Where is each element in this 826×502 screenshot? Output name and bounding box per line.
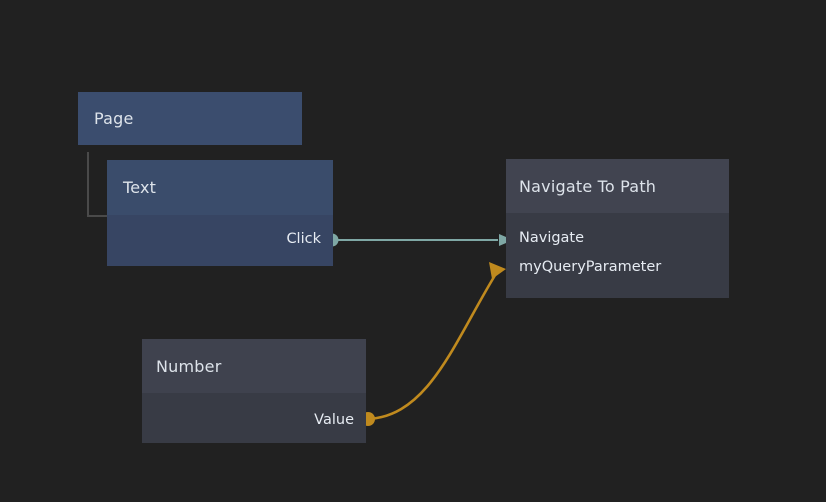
node-navigate-to-path[interactable]: Navigate To Path Navigate myQueryParamet… xyxy=(506,159,729,298)
node-navigate-to-path-title: Navigate To Path xyxy=(519,176,657,196)
node-text-body: Click xyxy=(107,215,333,266)
port-label-myqueryparameter: myQueryParameter xyxy=(519,259,662,275)
node-page[interactable]: Page xyxy=(78,92,302,145)
node-page-title: Page xyxy=(94,109,134,128)
port-row-click[interactable]: Click xyxy=(286,232,321,247)
hierarchy-bracket xyxy=(87,152,107,217)
node-number[interactable]: Number Value xyxy=(142,339,366,443)
port-row-myqueryparameter[interactable]: myQueryParameter xyxy=(519,260,661,275)
node-number-header[interactable]: Number xyxy=(142,339,366,393)
node-text-title: Text xyxy=(123,178,157,197)
port-row-value[interactable]: Value xyxy=(314,413,354,428)
port-label-navigate: Navigate xyxy=(519,230,585,246)
node-navigate-to-path-header[interactable]: Navigate To Path xyxy=(506,159,729,213)
node-navigate-to-path-body: Navigate myQueryParameter xyxy=(506,213,729,298)
node-text[interactable]: Text Click xyxy=(107,160,333,266)
wire-value-to-query xyxy=(361,262,506,426)
node-number-title: Number xyxy=(156,356,222,376)
port-label-click: Click xyxy=(286,231,321,247)
node-page-header[interactable]: Page xyxy=(78,92,302,145)
wire-click-to-navigate xyxy=(325,233,513,247)
port-row-navigate[interactable]: Navigate xyxy=(519,231,584,246)
port-label-value: Value xyxy=(314,412,354,428)
node-number-body: Value xyxy=(142,393,366,443)
node-text-header[interactable]: Text xyxy=(107,160,333,215)
